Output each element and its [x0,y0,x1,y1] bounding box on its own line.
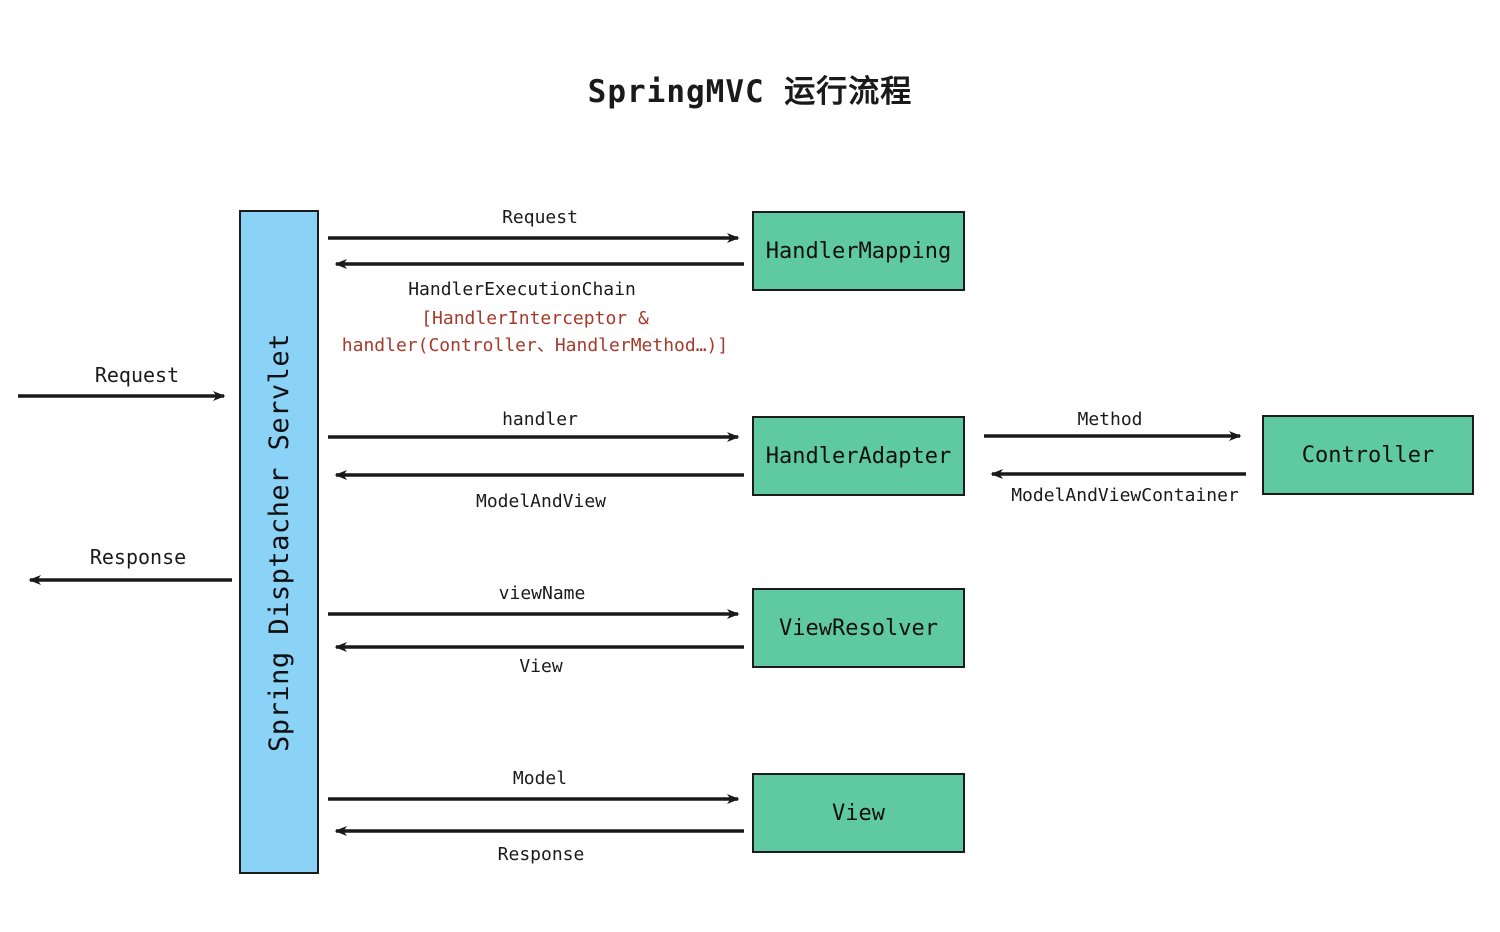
dispatcher-servlet-box: Spring Disptacher Servlet [239,210,319,874]
client-response-label: Response [89,545,187,569]
view-resolver-box: ViewResolver [752,588,965,668]
model-and-view-container-label: ModelAndViewContainer [1011,485,1239,506]
view-return-label: View [519,656,563,677]
handler-adapter-box: HandlerAdapter [752,416,965,496]
dispatcher-servlet-label: Spring Disptacher Servlet [263,332,295,752]
view-resolver-label: ViewResolver [779,615,938,641]
handler-mapping-box: HandlerMapping [752,211,965,291]
diagram-title: SpringMVC 运行流程 [587,74,913,110]
controller-box: Controller [1262,415,1474,495]
view-box-label: View [832,800,885,826]
handler-adapter-label: HandlerAdapter [765,443,952,469]
model-label: Model [512,768,568,789]
handler-label: handler [502,409,578,430]
controller-label: Controller [1301,442,1435,468]
view-box: View [752,773,965,853]
model-and-view-label: ModelAndView [475,491,607,512]
request-label: Request [502,207,578,228]
handler-mapping-label: HandlerMapping [765,238,952,264]
handler-chain-detail-line2: handler(Controller、HandlerMethod…)] [341,335,729,356]
method-label: Method [1077,409,1143,430]
response-return-label: Response [497,844,585,865]
handler-chain-detail-line1: [HandlerInterceptor & [421,308,649,329]
handler-execution-chain-label: HandlerExecutionChain [408,279,636,300]
client-request-label: Request [94,363,180,387]
view-name-label: viewName [498,583,586,604]
